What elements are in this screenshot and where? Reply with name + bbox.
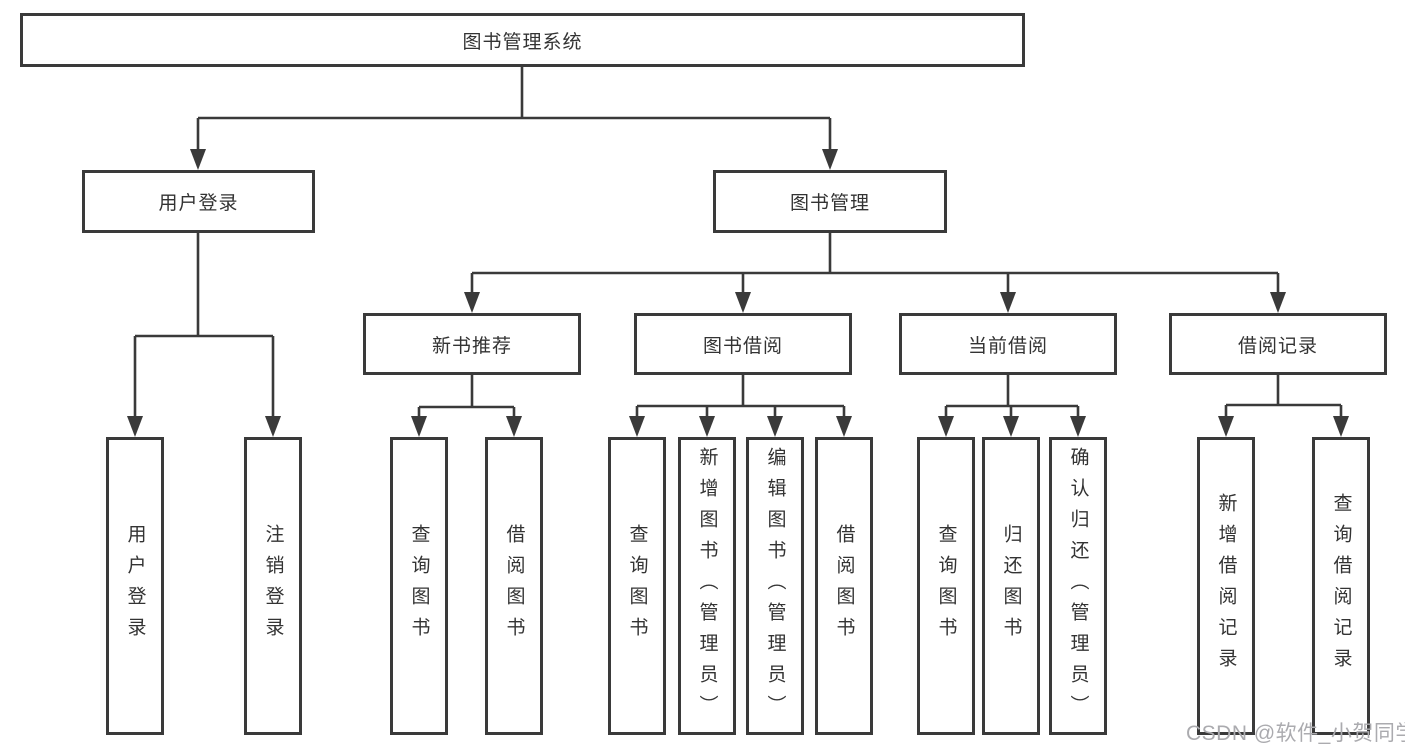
arrowhead — [1003, 416, 1019, 437]
node-library-system: 图书管理系统 — [20, 13, 1025, 67]
leaf-label: 新增图书（管理员） — [696, 446, 718, 726]
leaf-label: 新增借阅记录 — [1215, 493, 1237, 679]
arrowhead — [506, 416, 522, 437]
arrowheads — [127, 149, 1349, 437]
leaf-label: 查询借阅记录 — [1330, 493, 1352, 679]
leaf-label: 编辑图书（管理员） — [764, 446, 786, 726]
leaf-label: 查询图书 — [408, 524, 430, 648]
node-borrowing-borrow-books: 借阅图书 — [815, 437, 873, 735]
node-user-login-leaf: 用户登录 — [106, 437, 164, 735]
node-current-borrowing: 当前借阅 — [899, 313, 1117, 375]
arrowhead — [265, 416, 281, 437]
arrowhead — [767, 416, 783, 437]
node-logout: 注销登录 — [244, 437, 302, 735]
leaf-label: 用户登录 — [124, 524, 146, 648]
node-records-add-record: 新增借阅记录 — [1197, 437, 1255, 735]
node-book-management: 图书管理 — [713, 170, 947, 233]
node-user-login: 用户登录 — [82, 170, 315, 233]
arrowhead — [1000, 292, 1016, 313]
arrowhead — [938, 416, 954, 437]
node-borrowing-records: 借阅记录 — [1169, 313, 1387, 375]
node-book-borrowing: 图书借阅 — [634, 313, 852, 375]
arrowhead — [629, 416, 645, 437]
node-borrowing-edit-books-admin: 编辑图书（管理员） — [746, 437, 804, 735]
leaf-label: 借阅图书 — [503, 524, 525, 648]
node-recommend-query-books: 查询图书 — [390, 437, 448, 735]
leaf-label: 注销登录 — [262, 524, 284, 648]
arrowhead — [1333, 416, 1349, 437]
node-current-confirm-return-admin: 确认归还（管理员） — [1049, 437, 1107, 735]
csdn-watermark: CSDN @软件_小贺同学 — [1186, 722, 1405, 745]
arrowhead — [190, 149, 206, 170]
leaf-label: 查询图书 — [626, 524, 648, 648]
leaf-label: 确认归还（管理员） — [1067, 446, 1089, 726]
leaf-label: 查询图书 — [935, 524, 957, 648]
arrowhead — [735, 292, 751, 313]
node-records-query-record: 查询借阅记录 — [1312, 437, 1370, 735]
node-borrowing-add-books-admin: 新增图书（管理员） — [678, 437, 736, 735]
arrowhead — [1270, 292, 1286, 313]
node-borrowing-query-books: 查询图书 — [608, 437, 666, 735]
node-current-return-books: 归还图书 — [982, 437, 1040, 735]
node-new-book-recommend: 新书推荐 — [363, 313, 581, 375]
arrowhead — [699, 416, 715, 437]
arrowhead — [1070, 416, 1086, 437]
connector-path — [133, 67, 1343, 418]
node-recommend-borrow-books: 借阅图书 — [485, 437, 543, 735]
arrowhead — [1218, 416, 1234, 437]
arrowhead — [411, 416, 427, 437]
arrowhead — [822, 149, 838, 170]
arrowhead — [464, 292, 480, 313]
leaf-label: 借阅图书 — [833, 524, 855, 648]
leaf-label: 归还图书 — [1000, 524, 1022, 648]
arrowhead — [836, 416, 852, 437]
arrowhead — [127, 416, 143, 437]
node-current-query-books: 查询图书 — [917, 437, 975, 735]
